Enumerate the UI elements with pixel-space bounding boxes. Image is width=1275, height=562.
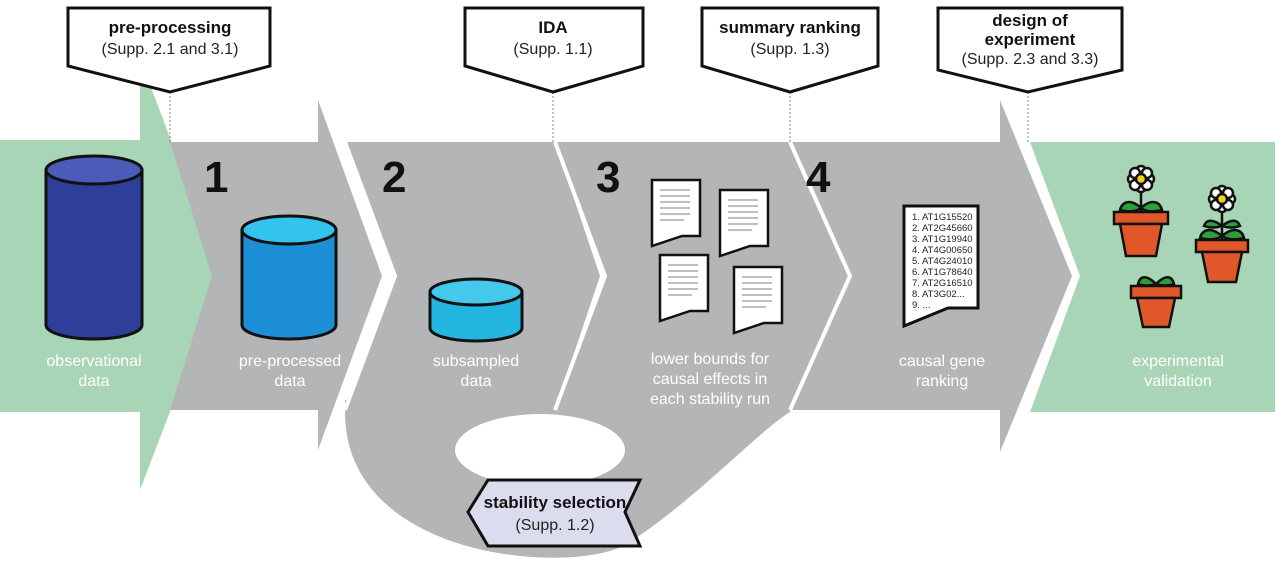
label-observational-data: observational data bbox=[46, 353, 141, 390]
callout-connectors bbox=[169, 92, 1029, 142]
label-subsampled-data-line2: data bbox=[460, 373, 491, 390]
callout-preprocessing-title: pre-processing bbox=[109, 18, 232, 37]
label-observational-data-line2: data bbox=[78, 373, 109, 390]
ranking-item: 5. AT4G24010 bbox=[912, 256, 973, 267]
stability-run-document-icon bbox=[650, 178, 702, 248]
callout-preprocessing: pre-processing (Supp. 2.1 and 3.1) bbox=[66, 6, 272, 94]
label-preprocessed-data: pre-processed data bbox=[239, 353, 341, 390]
label-lower-bounds-line1: lower bounds for bbox=[651, 351, 770, 368]
ranking-item: 4. AT4G00650 bbox=[912, 245, 973, 256]
callout-stability-sub: (Supp. 1.2) bbox=[515, 517, 594, 534]
label-lower-bounds: lower bounds for causal effects in each … bbox=[650, 351, 770, 408]
label-subsampled-data: subsampled data bbox=[433, 353, 519, 390]
label-preprocessed-data-line2: data bbox=[274, 373, 305, 390]
ranking-item: 7. AT2G16510 bbox=[912, 278, 973, 289]
callout-preprocessing-sub: (Supp. 2.1 and 3.1) bbox=[102, 41, 239, 58]
callout-summary-ranking: summary ranking (Supp. 1.3) bbox=[700, 6, 880, 94]
label-observational-data-line1: observational bbox=[46, 353, 141, 370]
step-number-1: 1 bbox=[204, 153, 228, 202]
label-preprocessed-data-line1: pre-processed bbox=[239, 353, 341, 370]
ranking-item: 9. ... bbox=[912, 300, 930, 311]
flowering-plant-pot-icon bbox=[1194, 184, 1250, 284]
ranking-item: 1. AT1G15520 bbox=[912, 212, 973, 223]
callout-stability-title: stability selection bbox=[484, 493, 627, 512]
stability-run-document-icon bbox=[718, 188, 770, 258]
seedling-pot-icon bbox=[1129, 276, 1183, 329]
callout-summary-sub: (Supp. 1.3) bbox=[750, 41, 829, 58]
ranking-item: 3. AT1G19940 bbox=[912, 234, 973, 245]
label-lower-bounds-line2: causal effects in bbox=[653, 371, 767, 388]
stability-run-document-icon bbox=[658, 253, 710, 323]
callout-doe-sub: (Supp. 2.3 and 3.3) bbox=[962, 51, 1099, 68]
label-subsampled-data-line1: subsampled bbox=[433, 353, 519, 370]
stability-loop-hole bbox=[455, 414, 625, 486]
ranking-item: 8. AT3G02... bbox=[912, 289, 965, 300]
label-causal-gene-ranking-line1: causal gene bbox=[899, 353, 985, 370]
callout-ida: IDA (Supp. 1.1) bbox=[463, 6, 645, 94]
observational-data-cylinder-icon bbox=[44, 154, 144, 341]
label-experimental-validation: experimental validation bbox=[1132, 353, 1224, 390]
callout-design-of-experiment: design of experiment (Supp. 2.3 and 3.3) bbox=[936, 6, 1124, 94]
callout-doe-title-line1: design of bbox=[992, 11, 1068, 30]
callout-ida-sub: (Supp. 1.1) bbox=[513, 41, 592, 58]
callout-ida-title: IDA bbox=[538, 18, 567, 37]
callout-doe-title-line2: experiment bbox=[985, 30, 1076, 49]
label-causal-gene-ranking: causal gene ranking bbox=[899, 353, 985, 390]
label-causal-gene-ranking-line2: ranking bbox=[916, 373, 968, 390]
flowering-plant-pot-icon bbox=[1112, 164, 1170, 258]
chevron-separators bbox=[343, 141, 853, 411]
step-number-4: 4 bbox=[806, 153, 831, 202]
ranking-document-icon: 1. AT1G15520 2. AT2G45660 3. AT1G19940 4… bbox=[902, 204, 980, 329]
label-experimental-validation-line1: experimental bbox=[1132, 353, 1224, 370]
step2-chevron bbox=[345, 142, 600, 410]
label-experimental-validation-line2: validation bbox=[1144, 373, 1212, 390]
step-number-3: 3 bbox=[596, 153, 620, 202]
callout-stability-selection: stability selection (Supp. 1.2) bbox=[466, 478, 643, 548]
step-number-2: 2 bbox=[382, 153, 406, 202]
ranking-item: 2. AT2G45660 bbox=[912, 223, 973, 234]
subsampled-data-cylinder-icon bbox=[428, 277, 524, 343]
stability-run-document-icon bbox=[732, 265, 784, 335]
callout-summary-title: summary ranking bbox=[719, 18, 861, 37]
preprocessed-data-cylinder-icon bbox=[240, 214, 338, 341]
label-lower-bounds-line3: each stability run bbox=[650, 391, 770, 408]
ranking-item: 6. AT1G78640 bbox=[912, 267, 973, 278]
